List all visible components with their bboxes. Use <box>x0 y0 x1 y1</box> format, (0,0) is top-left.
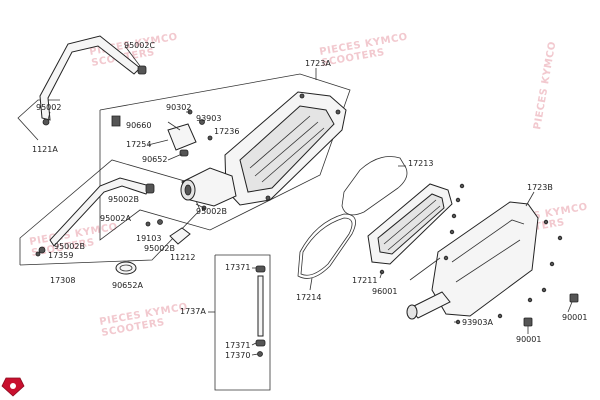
label-1723a: 1723A <box>305 59 331 68</box>
hose-17308 <box>35 177 155 257</box>
watermark-line1-f: PIECES KYMCO <box>532 40 558 130</box>
label-96001: 96001 <box>372 287 397 296</box>
gasket-17213 <box>341 156 408 216</box>
label-17254: 17254 <box>126 140 151 149</box>
label-19103: 19103 <box>136 234 161 243</box>
group-outline-1737a <box>214 254 271 391</box>
bracket-1121a <box>17 99 60 141</box>
label-95002a: 95002A <box>100 214 131 223</box>
label-17371-b: 17371 <box>225 341 250 350</box>
label-1121a: 1121A <box>32 145 58 154</box>
label-95002b-b: 95002B <box>108 195 139 204</box>
air-cleaner-case-1723a <box>224 91 347 206</box>
drain-tube-1737a <box>255 265 266 357</box>
label-95002b-d: 95002B <box>144 244 175 253</box>
label-17214: 17214 <box>296 293 321 302</box>
cover-screws <box>379 183 579 327</box>
leader-lines <box>147 111 573 356</box>
label-95002c: 95002C <box>124 41 155 50</box>
label-1723b: 1723B <box>527 183 553 192</box>
label-90001-a: 90001 <box>562 313 587 322</box>
label-93903a: 93903A <box>462 318 493 327</box>
label-90652a: 90652A <box>112 281 143 290</box>
label-17236: 17236 <box>214 127 239 136</box>
label-90001-b: 90001 <box>516 335 541 344</box>
label-95002b-a: 95002B <box>196 207 227 216</box>
label-95002: 95002 <box>36 103 61 112</box>
label-90652: 90652 <box>142 155 167 164</box>
label-17371-a: 17371 <box>225 263 250 272</box>
label-1737a: 1737A <box>180 307 206 316</box>
label-17213: 17213 <box>408 159 433 168</box>
air-cleaner-cover-1723b <box>406 201 539 320</box>
label-95002b-c: 95002B <box>54 242 85 251</box>
label-93903: 93903 <box>196 114 221 123</box>
label-90660: 90660 <box>126 121 151 130</box>
label-17370: 17370 <box>225 351 250 360</box>
part-labels: 95002C 95002 1121A 1723A 90302 93903 906… <box>32 41 587 360</box>
intake-elbow <box>180 167 237 207</box>
label-11212: 11212 <box>170 253 195 262</box>
group-outline-1723a <box>99 73 351 241</box>
label-17211: 17211 <box>352 276 377 285</box>
label-90302: 90302 <box>166 103 191 112</box>
label-17359: 17359 <box>48 251 73 260</box>
small-parts-lower <box>115 219 191 275</box>
gasket-17214 <box>297 213 356 279</box>
hose-1121a <box>39 35 147 126</box>
brand-logo <box>1 377 25 397</box>
label-17308: 17308 <box>50 276 75 285</box>
filter-element-17211 <box>367 183 453 265</box>
small-parts-upper <box>111 109 213 211</box>
